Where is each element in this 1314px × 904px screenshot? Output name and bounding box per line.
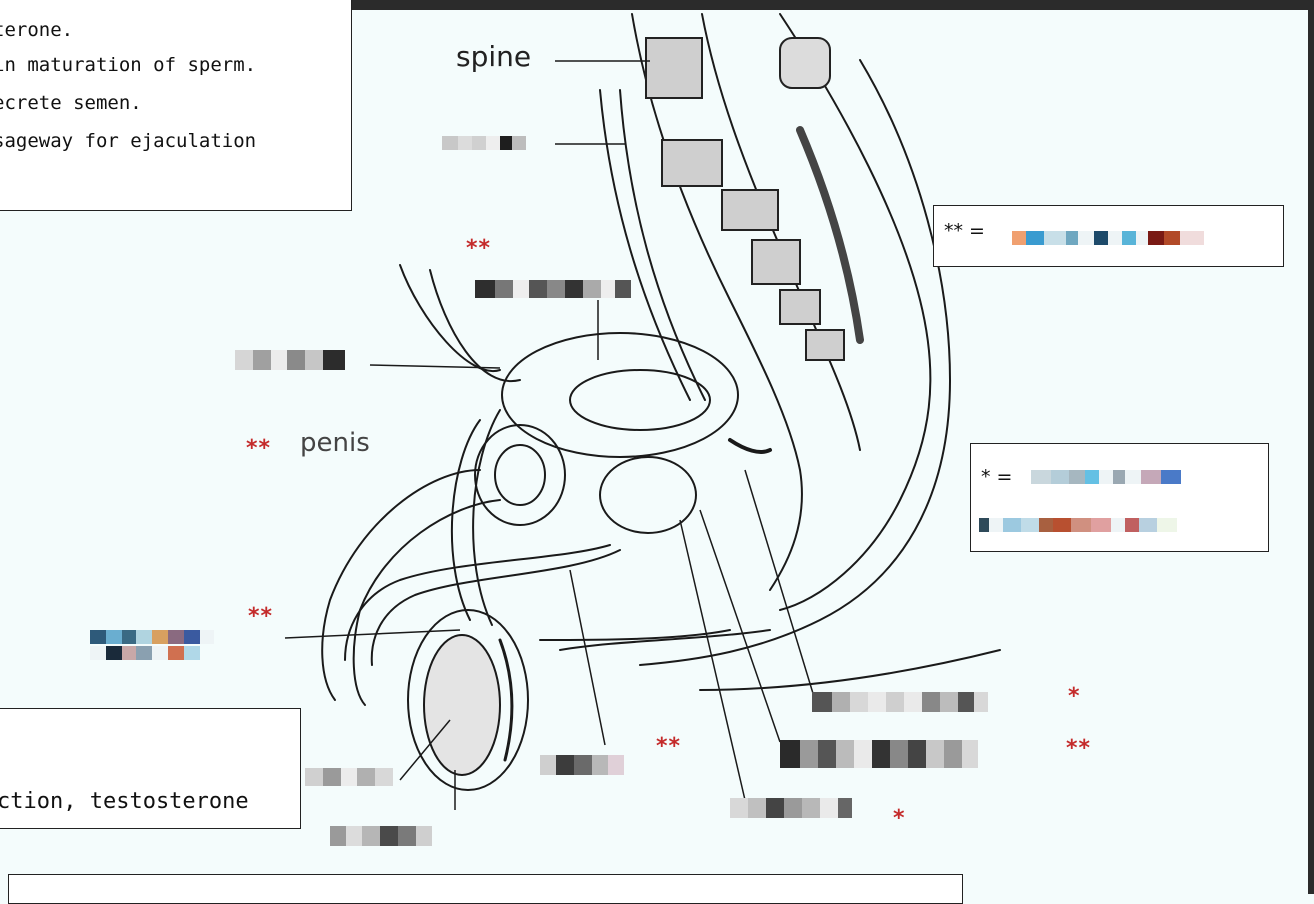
redacted-label-seminal (780, 740, 978, 768)
vas-deferens (450, 419, 481, 621)
redacted-label-urethra (540, 755, 624, 775)
penis-label: penis (300, 428, 370, 458)
redacted-label-cowper (812, 692, 988, 712)
redacted-label-prostate (730, 798, 852, 818)
function-box: ction, testosterone (0, 708, 301, 829)
window-right-edge (1308, 0, 1314, 894)
redacted-label-bladder (475, 280, 631, 298)
bottom-box (8, 874, 963, 904)
scrotum (407, 609, 529, 791)
redacted-label-epididymis (90, 630, 214, 644)
single-asterisk-marker: * (1068, 684, 1081, 709)
function-line: ction, testosterone (0, 789, 249, 814)
key-single-asterisk-box: * = (970, 443, 1269, 552)
penis (321, 469, 481, 701)
urethra (344, 544, 611, 661)
key-double-asterisk-box: ** = (933, 205, 1284, 267)
redacted-definition (979, 518, 1177, 532)
key-double-asterisk-text: ** = (944, 220, 985, 242)
back-outline (639, 59, 952, 666)
double-asterisk-marker: ** (246, 436, 272, 461)
redacted-label-ureter (442, 136, 526, 150)
redacted-label-testis (305, 768, 393, 786)
double-asterisk-marker: ** (248, 604, 274, 629)
definition-line: ecrete semen. (0, 92, 142, 114)
redacted-definition (1012, 231, 1204, 245)
redacted-definition (1031, 470, 1181, 484)
definition-line: sageway for ejaculation (0, 130, 257, 152)
definition-line: terone. (0, 19, 74, 41)
spine-label: spine (456, 40, 532, 73)
redacted-label-scrotum (330, 826, 432, 846)
ureter (599, 89, 691, 401)
definitions-box: terone. in maturation of sperm. ecrete s… (0, 0, 352, 211)
prostate (599, 456, 697, 534)
window-top-bar (0, 0, 1314, 10)
pubic-bone (474, 424, 566, 526)
double-asterisk-marker: ** (656, 734, 682, 759)
double-asterisk-marker: ** (466, 236, 492, 261)
redacted-label-epididymis-2 (90, 646, 200, 660)
sacrum-curve (779, 13, 932, 611)
redacted-label-pubic (235, 350, 345, 370)
definition-line: in maturation of sperm. (0, 54, 257, 76)
testis (423, 634, 501, 776)
spine-outline (631, 13, 803, 591)
double-asterisk-marker: ** (1066, 736, 1092, 761)
single-asterisk-marker: * (893, 806, 906, 831)
key-single-asterisk-text: * = (981, 466, 1013, 488)
bladder (501, 332, 739, 458)
